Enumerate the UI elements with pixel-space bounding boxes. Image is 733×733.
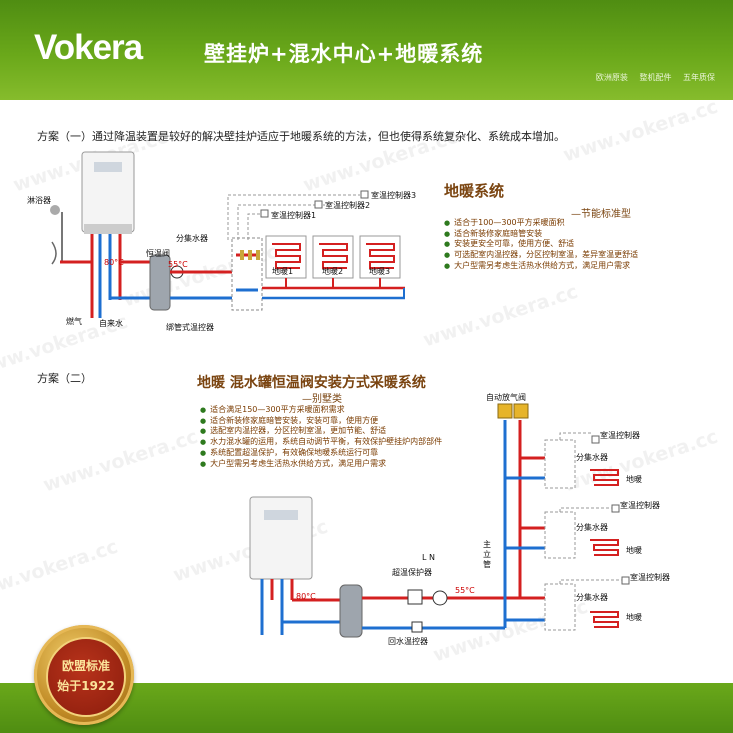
floor-label: 地暖 [626,546,642,555]
feature-item: 可选配室内温控器，分区控制室温，差异室温更舒适 [444,250,638,261]
vokera-logo: Vokera [34,28,143,67]
mixing-valve-label: 恒温阀 [146,249,170,258]
feature-item: 选配室内温控器，分区控制室温，更加节能、舒适 [200,426,442,437]
section2-system-subtitle: —别墅类 [302,394,342,405]
slogan-1: 欧洲原装 [595,73,628,82]
ctrl-label: 室温控制器 [620,501,660,510]
floor3-label: 地暖3 [369,267,391,276]
ctrl-label: 室温控制器 [630,573,670,582]
clamp-thermostat-label: 绑管式温控器 [166,323,214,332]
feature-item: 水力混水罐的运用，系统自动调节平衡，有效保护壁挂炉内部部件 [200,437,442,448]
temp-55-label: 55°C [168,260,188,269]
floor-1 [505,576,630,631]
feature-item: 适合满足150—300平方采暖面积需求 [200,405,442,416]
badge-line-2: 始于1922 [57,679,115,693]
feature-item: 适合于100—300平方采暖面积 [444,218,638,229]
manifold-label: 分集水器 [176,234,208,243]
main-riser-label: 主立管 [483,540,491,569]
section2-heading: 方案（二） [37,372,92,385]
floor-label: 地暖 [626,475,642,484]
temp-80-label: 80°C [296,592,316,601]
section1-system-title: 地暖系统 [444,182,505,200]
floor1-label: 地暖1 [272,267,294,276]
boiler-display [264,510,298,520]
section1-feature-list: 适合于100—300平方采暖面积 适合新装修家庭暗管安装 安装更安全可靠，使用方… [444,218,638,272]
floor-loop-2 [319,243,348,269]
boiler-display [94,162,122,172]
feature-item: 适合新装修家庭暗管安装，安装可靠，使用方便 [200,416,442,427]
air-vent-icon [497,403,513,419]
air-vent-icon [513,403,529,419]
badge-line-1: 欧盟标准 [61,659,110,673]
manifold-label: 分集水器 [576,453,608,462]
ctrl3-label: 室温控制器3 [371,191,417,200]
manifold-label: 分集水器 [576,523,608,532]
air-vent-label: 自动放气阀 [486,393,526,402]
floor2-label: 地暖2 [322,267,344,276]
room-thermostat-3 [360,190,369,199]
ln-label: L N [422,553,435,562]
section1-heading: 方案（一）通过降温装置是较好的解决壁挂炉适应于地暖系统的方法，但也使得系统复杂化… [37,130,565,143]
temp-55-label: 55°C [455,586,475,595]
slogan-2: 整机配件 [639,73,672,82]
floor-3 [505,432,619,489]
eu-standard-badge: 欧盟标准 始于1922 [34,625,134,725]
feature-item: 大户型需另考虑生活热水供给方式，满足用户需求 [444,261,638,272]
return-thermostat [411,621,423,633]
feature-item: 安装更安全可靠，使用方便、舒适 [444,239,638,250]
boiler-unit [249,496,313,580]
ctrl-label: 室温控制器 [600,431,640,440]
room-thermostat-2 [314,200,323,209]
feature-item: 大户型需另考虑生活热水供给方式，满足用户需求 [200,459,442,470]
floor-loop-3 [366,243,395,269]
mixing-tank [339,584,363,638]
page-title: 壁挂炉+混水中心+地暖系统 [204,42,484,66]
mixing-tank [149,254,171,311]
pump-icon [432,590,448,606]
boiler-base [84,224,132,234]
room-thermostat [591,435,600,444]
shower-head-icon [50,205,60,215]
slogan-3: 五年质保 [683,73,715,82]
floor-2 [505,504,620,559]
overheat-label: 超温保护器 [392,568,432,577]
badge-inner: 欧盟标准 始于1922 [46,637,126,717]
section1-system-subtitle: —节能标准型 [571,209,631,220]
room-thermostat [611,504,620,513]
section2-feature-list: 适合满足150—300平方采暖面积需求 适合新装修家庭暗管安装，安装可靠，使用方… [200,405,442,469]
temp-80-label: 80°C [104,258,124,267]
shower-hose [51,241,57,265]
overheat-protector [407,589,423,605]
room-thermostat-1 [260,209,269,218]
gas-label: 燃气 [66,317,82,326]
ctrl1-label: 室温控制器1 [271,211,317,220]
slogans: 欧洲原装 整机配件 五年质保 [587,72,715,83]
feature-item: 适合新装修家庭暗管安装 [444,229,638,240]
floor-label: 地暖 [626,613,642,622]
shower-label: 淋浴器 [27,196,51,205]
tap-water-label: 自来水 [99,319,123,328]
return-thermostat-label: 回水温控器 [388,637,428,646]
manifold-label: 分集水器 [576,593,608,602]
ctrl2-label: 室温控制器2 [325,201,371,210]
room-thermostat [621,576,630,585]
floor-loop-1 [272,243,301,269]
header-banner: Vokera 壁挂炉+混水中心+地暖系统 欧洲原装 整机配件 五年质保 [0,0,733,100]
section2-system-title: 地暖 混水罐恒温阀安装方式采暖系统 [197,375,426,391]
feature-item: 系统配置超温保护，有效确保地暖系统运行可靠 [200,448,442,459]
